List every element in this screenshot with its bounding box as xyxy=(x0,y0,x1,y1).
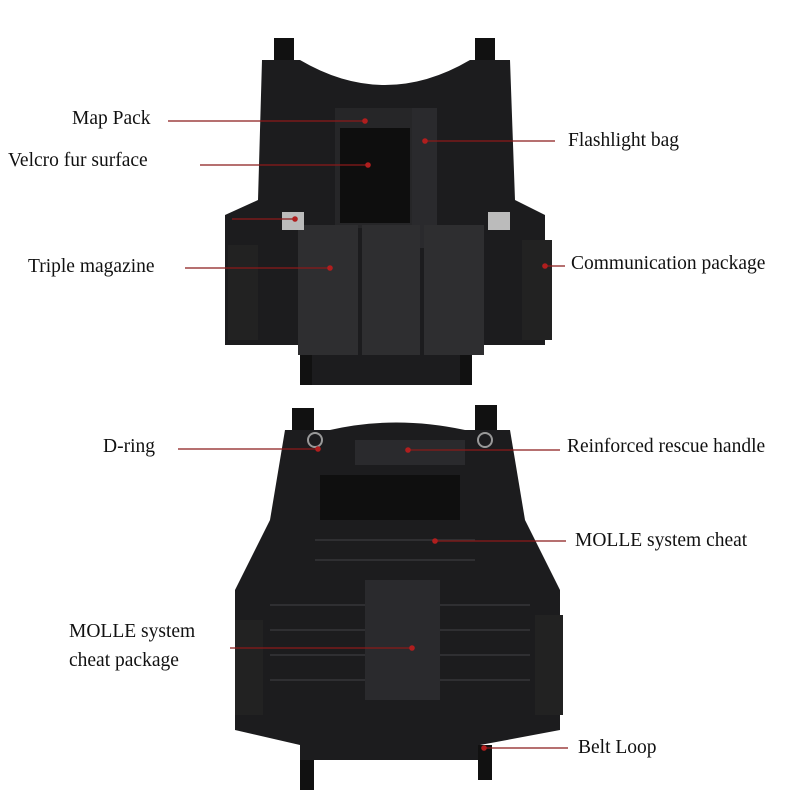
magazine-pouch-3 xyxy=(424,225,484,355)
buckle-right xyxy=(488,212,510,230)
label-molle-package-line1: MOLLE system xyxy=(69,621,196,642)
buckle-left xyxy=(282,212,304,230)
label-velcro-fur-surface: Velcro fur surface xyxy=(8,150,148,171)
label-reinforced-rescue-handle: Reinforced rescue handle xyxy=(567,436,766,457)
magazine-pouch-2 xyxy=(362,225,420,355)
communication-pouch xyxy=(522,240,552,340)
front-vest-image xyxy=(225,38,552,385)
label-belt-loop: Belt Loop xyxy=(578,737,657,758)
rescue-handle xyxy=(355,440,465,465)
flashlight-pouch xyxy=(412,108,437,248)
velcro-panel xyxy=(340,128,410,223)
back-vest-image xyxy=(235,405,563,790)
label-molle-system-cheat: MOLLE system cheat xyxy=(575,530,748,551)
molle-package-pouch xyxy=(365,580,440,700)
label-flashlight-bag: Flashlight bag xyxy=(568,130,680,151)
magazine-pouch-1 xyxy=(298,225,358,355)
label-d-ring: D-ring xyxy=(103,436,155,457)
label-triple-magazine: Triple magazine xyxy=(28,256,155,277)
left-side-pouch xyxy=(228,245,258,340)
label-map-pack: Map Pack xyxy=(72,108,151,129)
label-molle-package-line2: cheat package xyxy=(69,650,179,671)
label-communication-package: Communication package xyxy=(571,253,766,274)
